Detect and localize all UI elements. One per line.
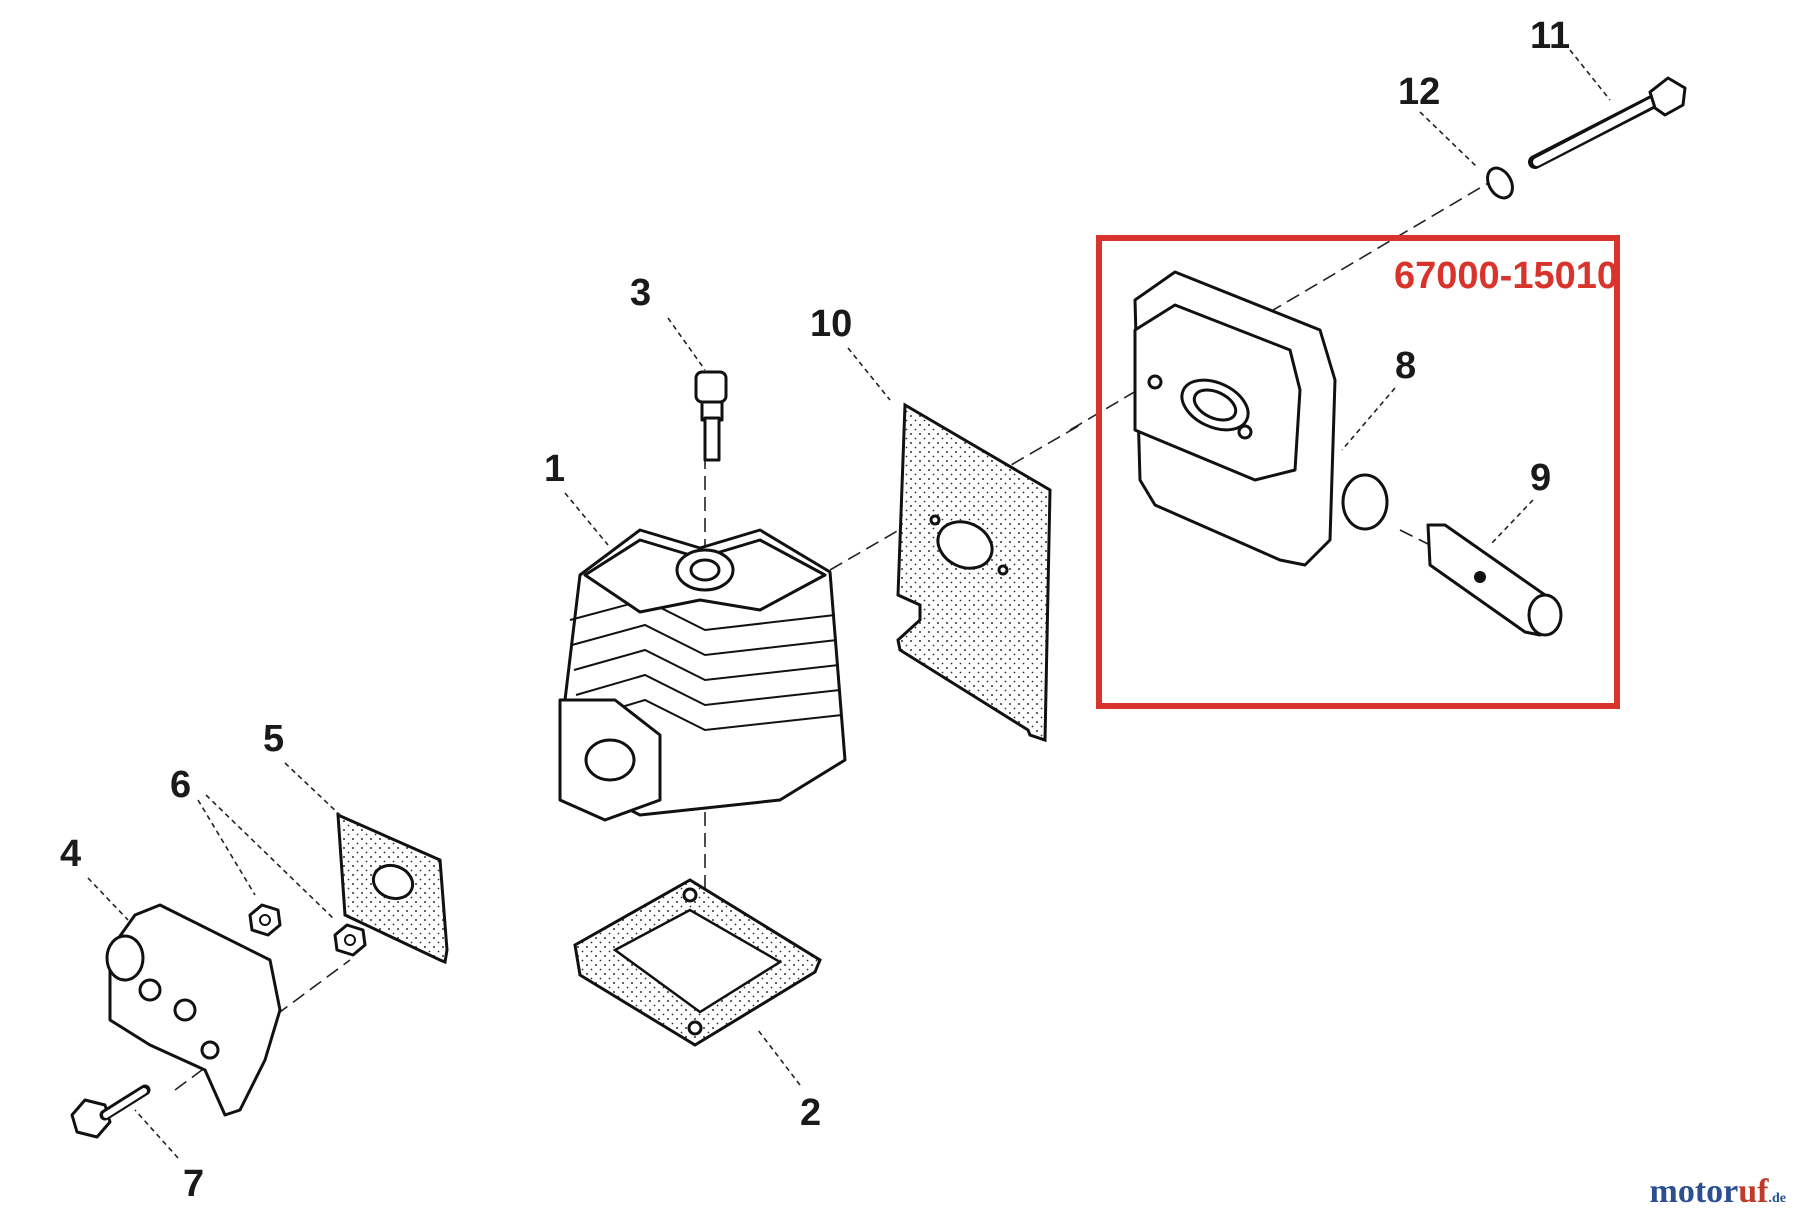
- leader-12: [1419, 111, 1479, 169]
- assembly-axis-middle: [829, 424, 1081, 571]
- leader-5: [284, 762, 341, 816]
- callout-1: 1: [544, 448, 565, 490]
- leader-3: [667, 317, 706, 371]
- leader-2: [757, 1029, 801, 1086]
- leader-9: [1489, 499, 1534, 546]
- callout-5: 5: [263, 718, 284, 760]
- part-2-gasket: [573, 878, 822, 1047]
- watermark-part-motor: motor: [1649, 1173, 1739, 1210]
- callout-12: 12: [1398, 71, 1440, 113]
- callout-3: 3: [630, 272, 651, 314]
- part-7-screw: [70, 1084, 151, 1139]
- leader-1: [564, 492, 609, 546]
- leader-10: [847, 347, 891, 401]
- callout-6: 6: [170, 764, 191, 806]
- part-1-cylinder: [558, 528, 847, 822]
- leader-7: [134, 1109, 179, 1159]
- part-10-gasket: [896, 402, 1052, 743]
- leader-4: [87, 877, 129, 921]
- leader-6a: [197, 799, 256, 896]
- part-8-muffler: [1133, 270, 1389, 567]
- part-6-nuts: [248, 903, 367, 957]
- callout-2: 2: [800, 1092, 821, 1134]
- part-9-deflector: [1426, 523, 1563, 637]
- watermark-part-de: .de: [1768, 1191, 1787, 1206]
- assembly-part-number: 67000-15010: [1394, 255, 1618, 297]
- callout-11: 11: [1530, 15, 1570, 57]
- watermark-logo: motoruf.de: [1650, 1173, 1786, 1211]
- part-5-gasket: [336, 812, 449, 965]
- callout-9: 9: [1530, 457, 1551, 499]
- leader-8: [1341, 387, 1396, 451]
- assembly-axis-upper: [1069, 181, 1491, 431]
- assembly-highlight-box: [1096, 235, 1620, 709]
- leader-11: [1569, 49, 1611, 101]
- part-11-bolt: [1528, 76, 1687, 169]
- part-12-washer: [1486, 166, 1514, 200]
- leader-6b: [205, 794, 336, 921]
- watermark-part-uf: uf: [1738, 1173, 1769, 1210]
- callout-7: 7: [183, 1163, 204, 1205]
- assembly-axis-muffler-exit: [1399, 529, 1431, 546]
- part-3-bolt: [694, 370, 728, 462]
- callout-8: 8: [1395, 345, 1416, 387]
- callout-4: 4: [60, 833, 81, 875]
- part-4-intake: [105, 903, 282, 1117]
- callout-10: 10: [810, 303, 852, 345]
